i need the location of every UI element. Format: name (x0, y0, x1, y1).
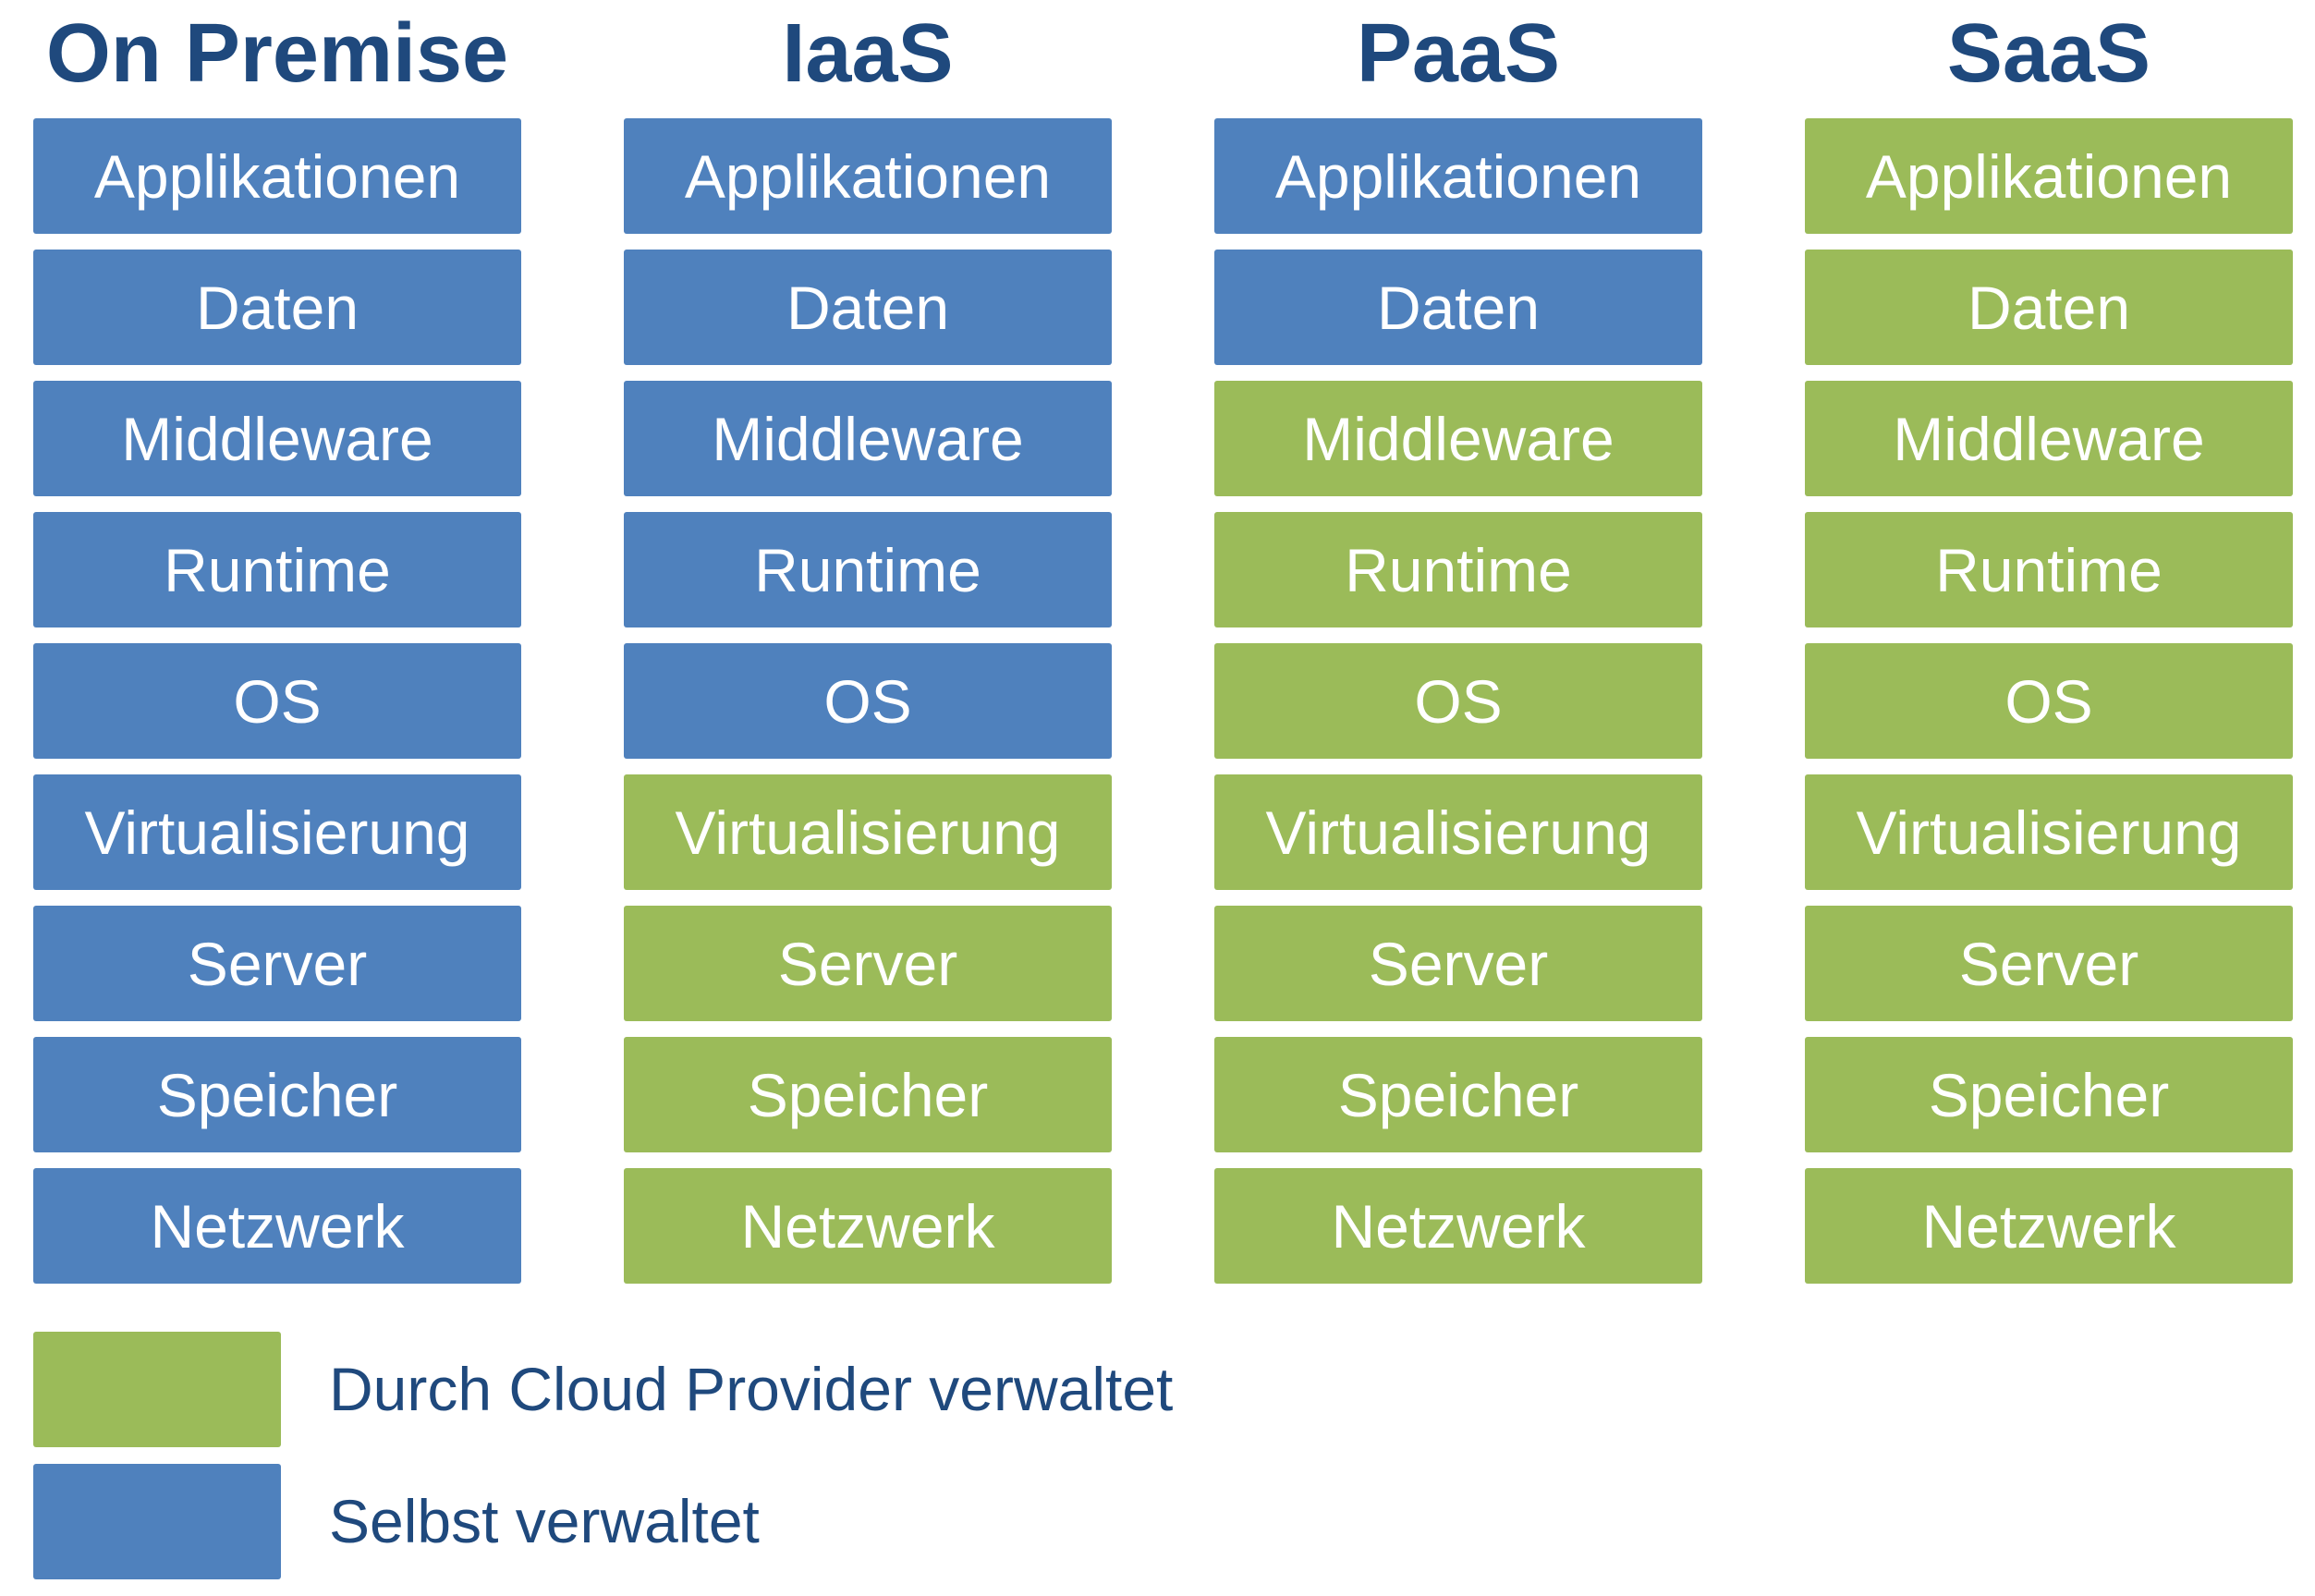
column-title: SaaS (1946, 7, 2151, 100)
layer-daten: Daten (1214, 250, 1702, 365)
layer-middleware: Middleware (1214, 381, 1702, 496)
legend-label-self: Selbst verwaltet (329, 1487, 760, 1555)
legend-swatch-self (33, 1464, 281, 1579)
layer-speicher: Speicher (624, 1037, 1112, 1152)
column-title: IaaS (782, 7, 954, 100)
layer-middleware: Middleware (33, 381, 521, 496)
layer-netzwerk: Netzwerk (33, 1168, 521, 1284)
layer-speicher: Speicher (33, 1037, 521, 1152)
layer-server: Server (1214, 906, 1702, 1021)
layer-virtualisierung: Virtualisierung (1214, 774, 1702, 890)
layer-speicher: Speicher (1214, 1037, 1702, 1152)
layer-server: Server (624, 906, 1112, 1021)
layer-netzwerk: Netzwerk (1805, 1168, 2293, 1284)
layer-runtime: Runtime (33, 512, 521, 627)
legend-label-provider: Durch Cloud Provider verwaltet (329, 1355, 1174, 1423)
layer-server: Server (1805, 906, 2293, 1021)
layer-daten: Daten (33, 250, 521, 365)
layer-applikationen: Applikationen (624, 118, 1112, 234)
layer-os: OS (1805, 643, 2293, 759)
layer-os: OS (33, 643, 521, 759)
layer-applikationen: Applikationen (33, 118, 521, 234)
layer-middleware: Middleware (624, 381, 1112, 496)
layer-daten: Daten (1805, 250, 2293, 365)
layer-speicher: Speicher (1805, 1037, 2293, 1152)
layer-runtime: Runtime (624, 512, 1112, 627)
layer-virtualisierung: Virtualisierung (624, 774, 1112, 890)
layer-os: OS (624, 643, 1112, 759)
column-title: PaaS (1356, 7, 1561, 100)
layer-virtualisierung: Virtualisierung (33, 774, 521, 890)
layer-runtime: Runtime (1805, 512, 2293, 627)
layer-runtime: Runtime (1214, 512, 1702, 627)
layer-netzwerk: Netzwerk (1214, 1168, 1702, 1284)
layer-middleware: Middleware (1805, 381, 2293, 496)
layer-netzwerk: Netzwerk (624, 1168, 1112, 1284)
layer-applikationen: Applikationen (1805, 118, 2293, 234)
layer-virtualisierung: Virtualisierung (1805, 774, 2293, 890)
layer-daten: Daten (624, 250, 1112, 365)
legend-swatch-provider (33, 1332, 281, 1447)
column-title: On Premise (45, 7, 509, 100)
layer-os: OS (1214, 643, 1702, 759)
layer-server: Server (33, 906, 521, 1021)
layer-applikationen: Applikationen (1214, 118, 1702, 234)
